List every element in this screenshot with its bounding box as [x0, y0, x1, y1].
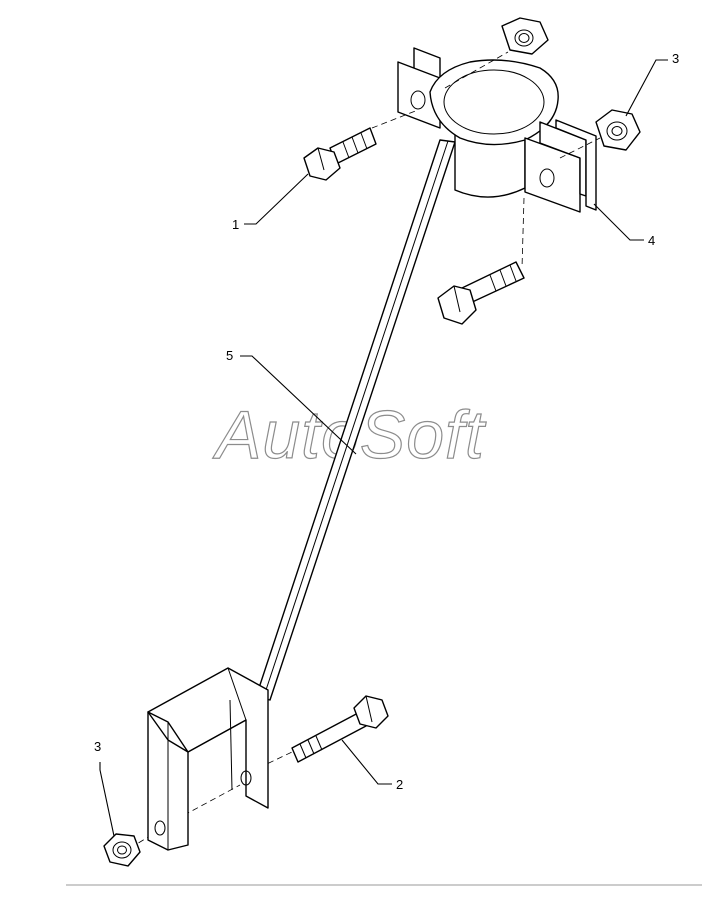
leader-lines — [99, 59, 668, 837]
callout-3-lower: 3 — [94, 739, 101, 754]
bolt-long-lower — [291, 695, 389, 763]
callout-3-upper: 3 — [672, 51, 679, 66]
nut-bracket-lower — [103, 833, 141, 867]
nut-top — [501, 17, 549, 55]
nut-clamp-right — [595, 109, 641, 151]
callout-4: 4 — [648, 233, 655, 248]
pipe-clamp — [397, 47, 597, 213]
callout-2: 2 — [396, 777, 403, 792]
bolt-upper-left — [303, 127, 377, 181]
callout-5: 5 — [226, 348, 233, 363]
callout-1: 1 — [232, 217, 239, 232]
strap-bracket — [255, 139, 456, 701]
u-bracket-lower — [147, 667, 269, 851]
bolt-clamp-lower — [437, 261, 525, 325]
